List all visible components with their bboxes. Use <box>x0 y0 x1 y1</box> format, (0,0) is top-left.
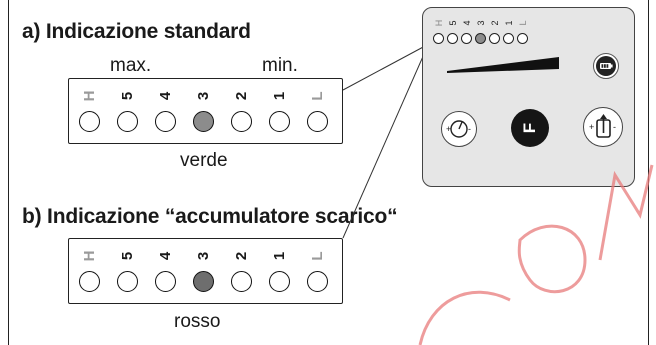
device-led <box>475 33 486 44</box>
device-led <box>461 33 472 44</box>
level-wedge <box>447 57 559 73</box>
svg-text:-: - <box>613 122 616 132</box>
standard-led <box>307 111 328 132</box>
standard-led <box>193 111 214 132</box>
battery-button[interactable] <box>593 53 619 79</box>
lift-arm-button[interactable]: + - <box>583 107 623 147</box>
low-battery-led <box>231 271 252 292</box>
heading-standard: a) Indicazione standard <box>22 20 251 43</box>
speed-dial-button[interactable]: + - <box>441 111 477 147</box>
green-label: verde <box>180 150 228 171</box>
device-led <box>489 33 500 44</box>
heading-low-battery: b) Indicazione “accumulatore scarico“ <box>22 205 398 228</box>
svg-text:+: + <box>446 124 451 134</box>
standard-led <box>231 111 252 132</box>
red-label: rosso <box>174 311 221 332</box>
svg-text:+: + <box>589 122 594 132</box>
min-label: min. <box>262 55 298 76</box>
lift-arm-icon: + - <box>589 114 616 138</box>
low-battery-led <box>307 271 328 292</box>
low-battery-led <box>269 271 290 292</box>
max-label: max. <box>110 55 152 76</box>
device-led <box>517 33 528 44</box>
standard-led <box>117 111 138 132</box>
function-button[interactable]: F <box>511 109 549 147</box>
device-led <box>503 33 514 44</box>
low-battery-led <box>117 271 138 292</box>
page-frame <box>8 0 649 345</box>
device-led <box>447 33 458 44</box>
low-battery-led <box>193 271 214 292</box>
speed-dial-icon: + - <box>446 120 471 138</box>
standard-led <box>155 111 176 132</box>
battery-icon <box>596 56 616 76</box>
low-battery-led <box>79 271 100 292</box>
svg-text:-: - <box>468 124 471 134</box>
standard-led <box>79 111 100 132</box>
low-battery-led <box>155 271 176 292</box>
device-led <box>433 33 444 44</box>
standard-led <box>269 111 290 132</box>
